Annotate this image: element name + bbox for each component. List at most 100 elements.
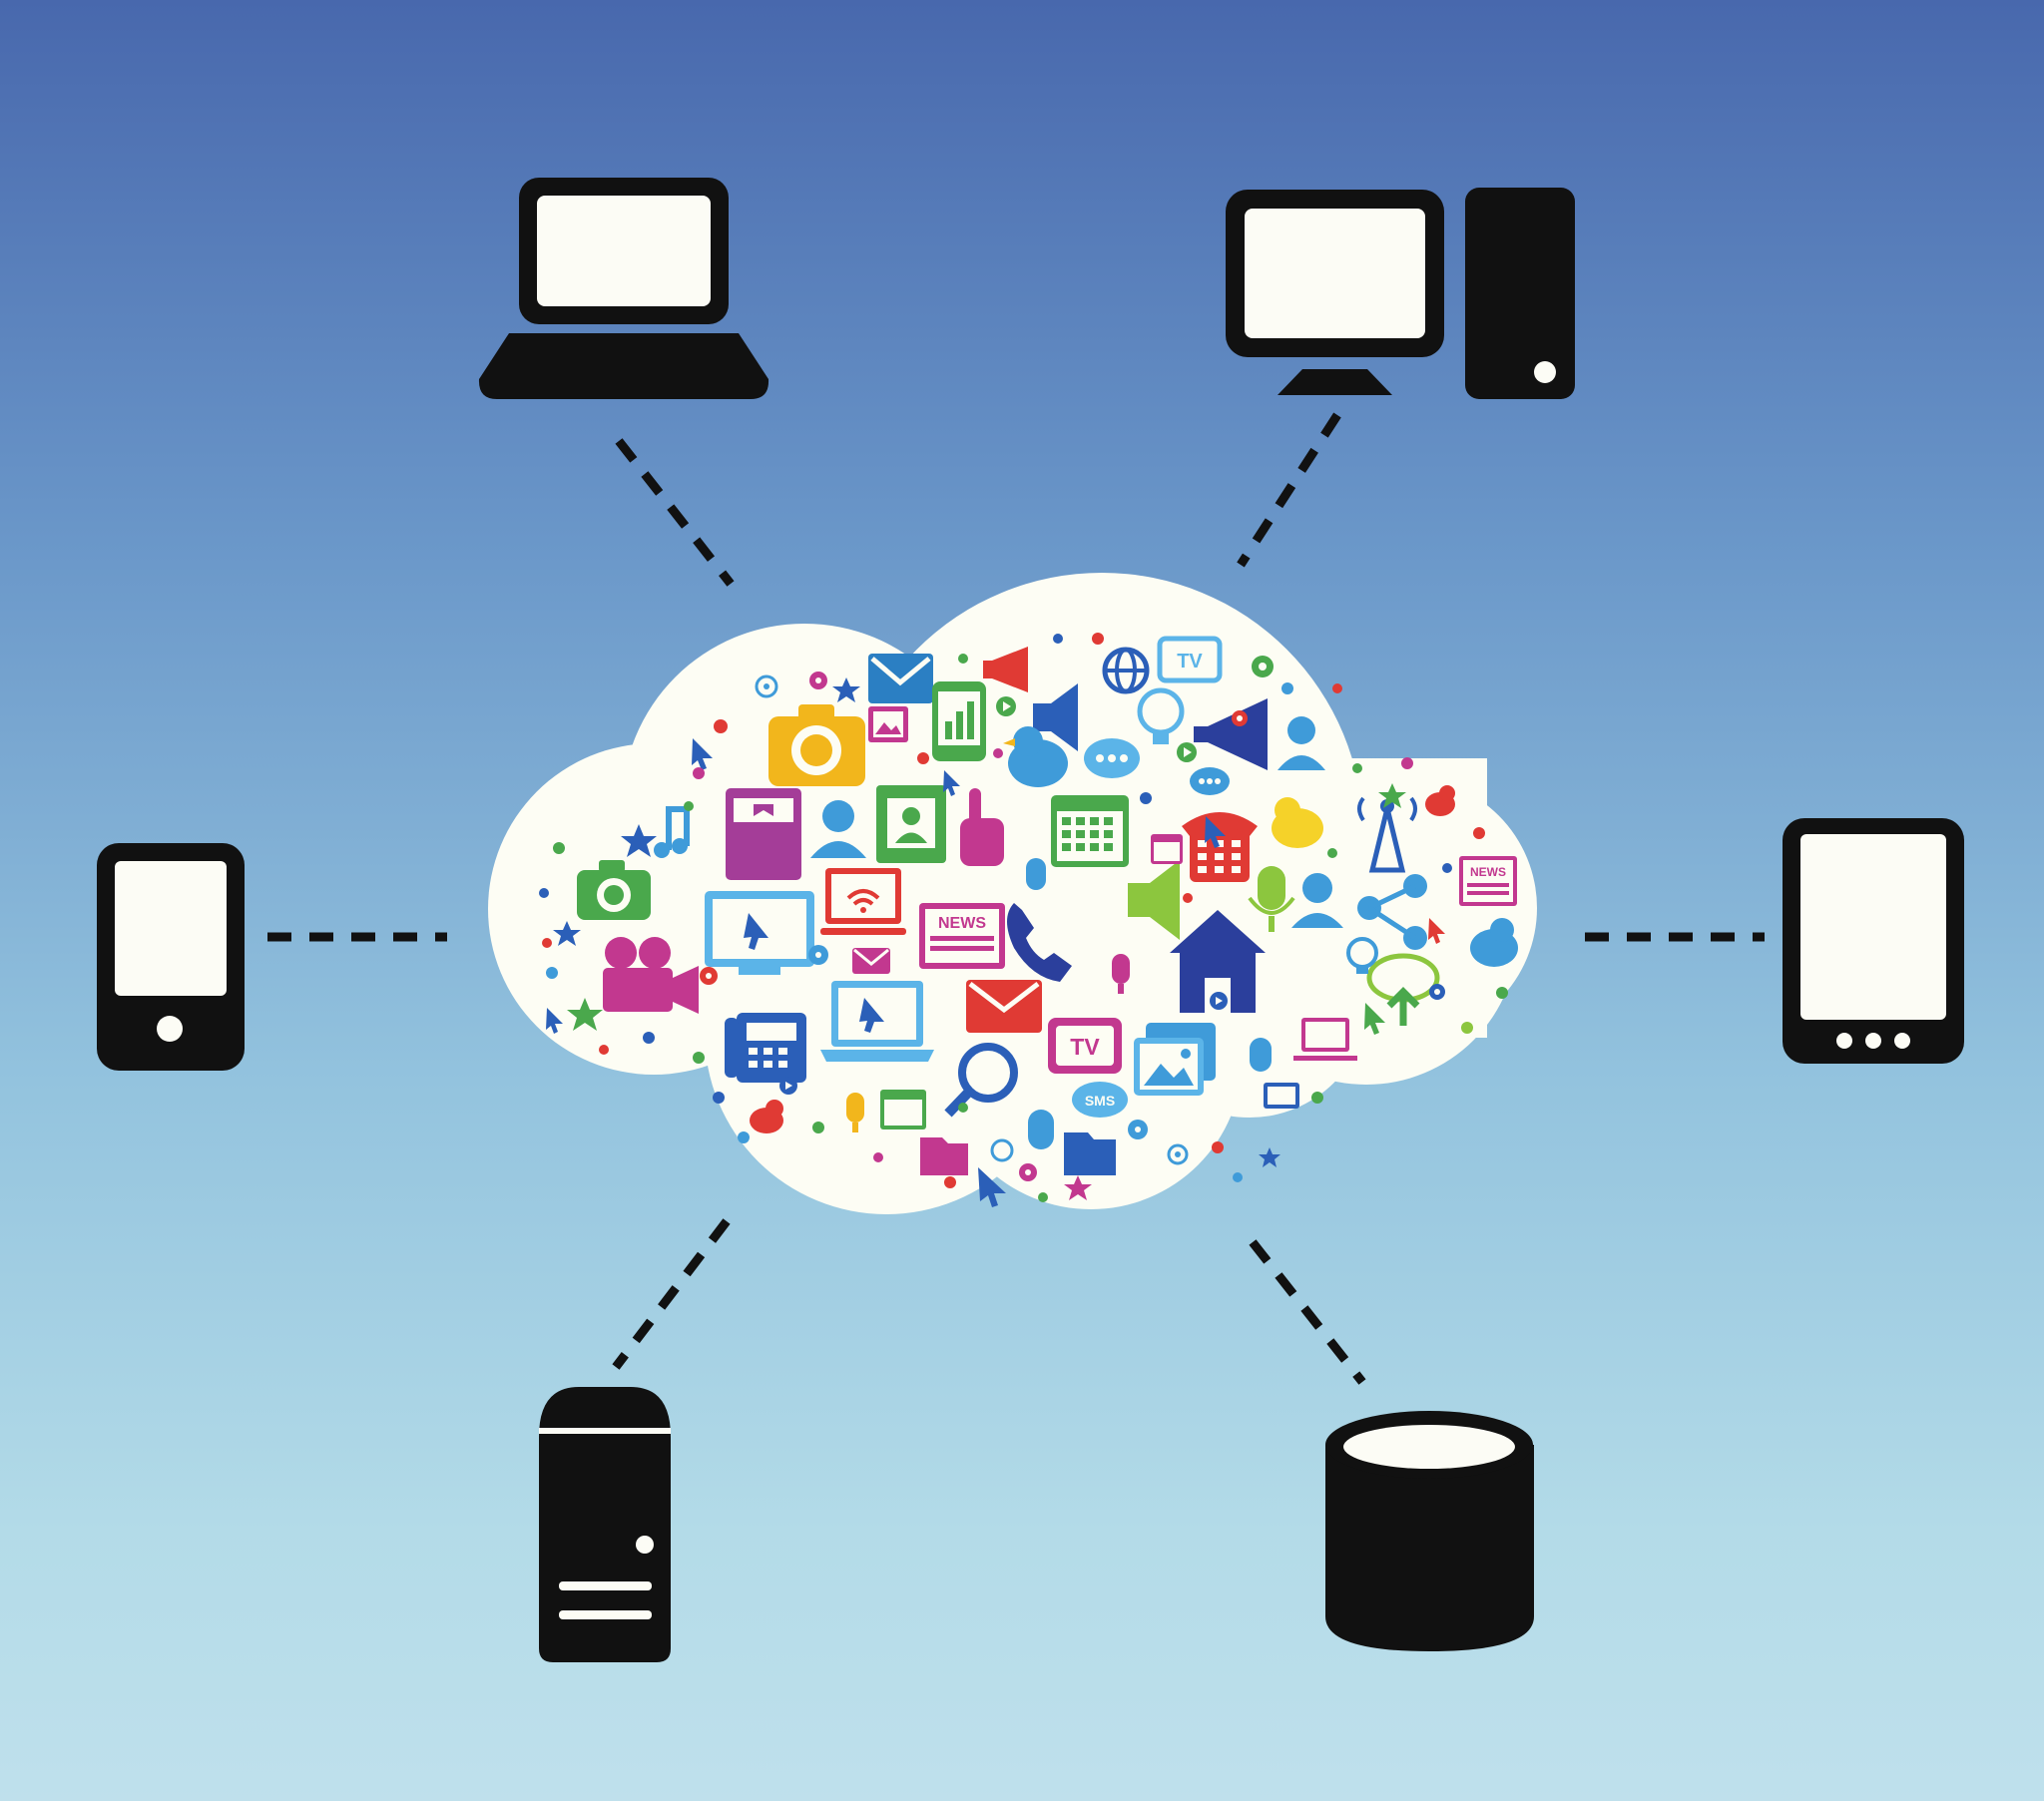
- microphone-icon: [846, 1093, 864, 1132]
- sms-label: SMS: [1085, 1093, 1115, 1109]
- user-icon: [1291, 873, 1343, 928]
- image-gallery-icon: [1134, 1023, 1216, 1096]
- lightbulb-icon: [1137, 687, 1185, 744]
- gear-icon: [1232, 710, 1248, 726]
- gear-icon: [808, 945, 828, 965]
- gear-icon: [1429, 984, 1445, 1000]
- gear-icon: [1252, 656, 1274, 677]
- monitor-cursor-icon: [705, 891, 814, 975]
- envelope-icon: [868, 654, 933, 703]
- tv-icon: TV: [1157, 636, 1223, 683]
- tv-icon: TV: [1048, 1018, 1122, 1074]
- star-icon: [832, 677, 860, 702]
- calendar-icon: [1151, 834, 1183, 864]
- newspaper-icon: NEWS: [1459, 856, 1517, 906]
- laptop-icon: [478, 178, 769, 399]
- speaker-icon: [1128, 860, 1180, 940]
- news-label: NEWS: [1470, 865, 1506, 879]
- user-icon: [1278, 716, 1325, 770]
- gear-icon: [1019, 1163, 1037, 1181]
- smartphone-icon: [97, 843, 245, 1071]
- computer-mouse-icon: [1250, 1038, 1272, 1072]
- megaphone-icon: [983, 647, 1028, 692]
- camera-icon: [768, 704, 865, 786]
- bird-icon: [1003, 726, 1068, 787]
- at-sign-icon: [1167, 1143, 1189, 1165]
- monitor-icon: [1293, 1018, 1357, 1061]
- play-button-icon: [1177, 742, 1197, 762]
- microphone-icon: [1248, 866, 1295, 932]
- laptop-cursor-icon: [820, 981, 934, 1062]
- connector-server: [612, 1218, 731, 1370]
- telephone-icon: [1182, 812, 1258, 882]
- cursor-arrow-icon: [1205, 816, 1226, 848]
- megaphone-icon: [1194, 698, 1268, 770]
- connector-desktop: [1237, 412, 1341, 568]
- cloud-upload-icon: [1366, 953, 1440, 1026]
- play-button-icon: [996, 696, 1016, 716]
- star-icon: [1064, 1175, 1092, 1200]
- cursor-arrow-icon: [546, 1008, 563, 1034]
- calendar-icon: [1051, 795, 1129, 867]
- user-icon: [810, 800, 866, 858]
- contact-card-icon: [876, 785, 946, 863]
- globe-icon: [1102, 647, 1150, 694]
- camera-icon: [577, 860, 651, 920]
- star-icon: [567, 998, 603, 1031]
- book-icon: [726, 788, 801, 880]
- calendar-icon: [880, 1090, 926, 1129]
- envelope-icon: [966, 980, 1042, 1033]
- gear-icon: [700, 967, 718, 985]
- star-icon: [1378, 783, 1406, 808]
- tv-label: TV: [1177, 651, 1203, 673]
- decorative-dots: [539, 633, 1508, 1202]
- image-icon: [868, 706, 908, 742]
- computer-mouse-icon: [1028, 1110, 1054, 1149]
- star-icon: [553, 921, 581, 946]
- lightbulb-icon: [990, 1138, 1014, 1162]
- gear-icon: [809, 672, 827, 689]
- news-label: NEWS: [938, 915, 986, 932]
- tablet-icon: [1783, 818, 1964, 1064]
- magnifier-icon: [944, 1043, 1018, 1118]
- microphone-icon: [1112, 954, 1130, 994]
- sms-bubble-icon: SMS: [1072, 1082, 1128, 1118]
- share-icon: [1357, 874, 1427, 950]
- play-button-icon: [779, 1077, 797, 1095]
- tv-label: TV: [1070, 1034, 1100, 1060]
- monitor-icon: [1264, 1083, 1299, 1109]
- desktop-computer-icon: [1226, 188, 1575, 399]
- at-sign-icon: [755, 675, 778, 698]
- connector-laptop: [615, 438, 735, 587]
- cloud-hub: TV TV: [488, 573, 1537, 1214]
- envelope-icon: [852, 948, 890, 974]
- chat-bubble-icon: [1190, 767, 1230, 795]
- star-icon: [1259, 1147, 1280, 1167]
- fax-machine-icon: [725, 1013, 806, 1083]
- connector-database: [1249, 1239, 1366, 1385]
- star-icon: [621, 824, 657, 857]
- server-tower-icon: [539, 1387, 671, 1662]
- bird-icon: [1470, 918, 1518, 967]
- cursor-arrow-icon: [978, 1167, 1006, 1207]
- play-button-icon: [1210, 992, 1228, 1010]
- gear-icon: [1128, 1120, 1148, 1139]
- cursor-arrow-icon: [692, 738, 713, 770]
- phone-handset-icon: [1007, 903, 1072, 982]
- cursor-arrow-icon: [1364, 1003, 1385, 1035]
- hand-pointer-icon: [960, 788, 1004, 866]
- bird-icon: [1425, 785, 1455, 816]
- cloud-icon-collage: TV TV: [539, 633, 1518, 1207]
- bird-icon: [1272, 797, 1323, 848]
- music-note-icon: [654, 806, 690, 858]
- video-camera-icon: [603, 937, 699, 1014]
- newspaper-icon: NEWS: [919, 903, 1005, 969]
- cursor-arrow-icon: [943, 770, 960, 796]
- connectors: [267, 412, 1765, 1385]
- database-icon: [1325, 1411, 1534, 1651]
- computer-mouse-icon: [1026, 858, 1046, 890]
- bird-icon: [750, 1100, 783, 1133]
- folder-icon: [1064, 1132, 1116, 1175]
